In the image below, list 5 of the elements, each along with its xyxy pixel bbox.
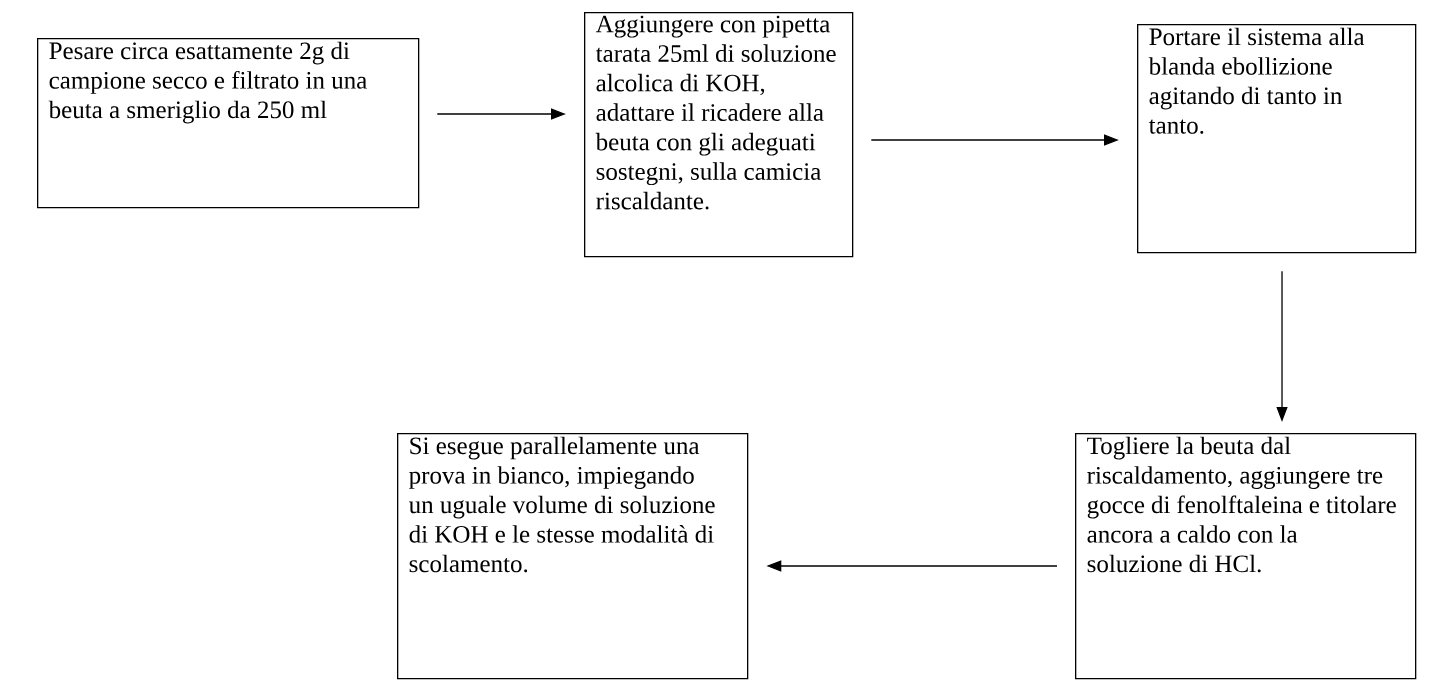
process-box: Pesare circa esattamente 2g di campione secco e filtrato in una beuta a smeriglio da 250 ml [37,38,420,209]
process-box: Togliere la beuta dal riscaldamento, aggiungere tre gocce di fenolftaleina e titolare ancora a caldo con la soluzione di HCl. [1075,433,1417,680]
process-box: Portare il sistema alla blanda ebollizione agitando di tanto in tanto. [1137,24,1417,254]
process-box: Aggiungere con pipetta tarata 25ml di soluzione alcolica di KOH, adattare il ricadere alla beuta con gli adeguati sostegni, sulla camicia riscaldante. [584,12,854,258]
process-box: Si esegue parallelamente una prova in bianco, impiegando un uguale volume di soluzione di KOH e le stesse modalità di scolamento. [397,433,749,680]
